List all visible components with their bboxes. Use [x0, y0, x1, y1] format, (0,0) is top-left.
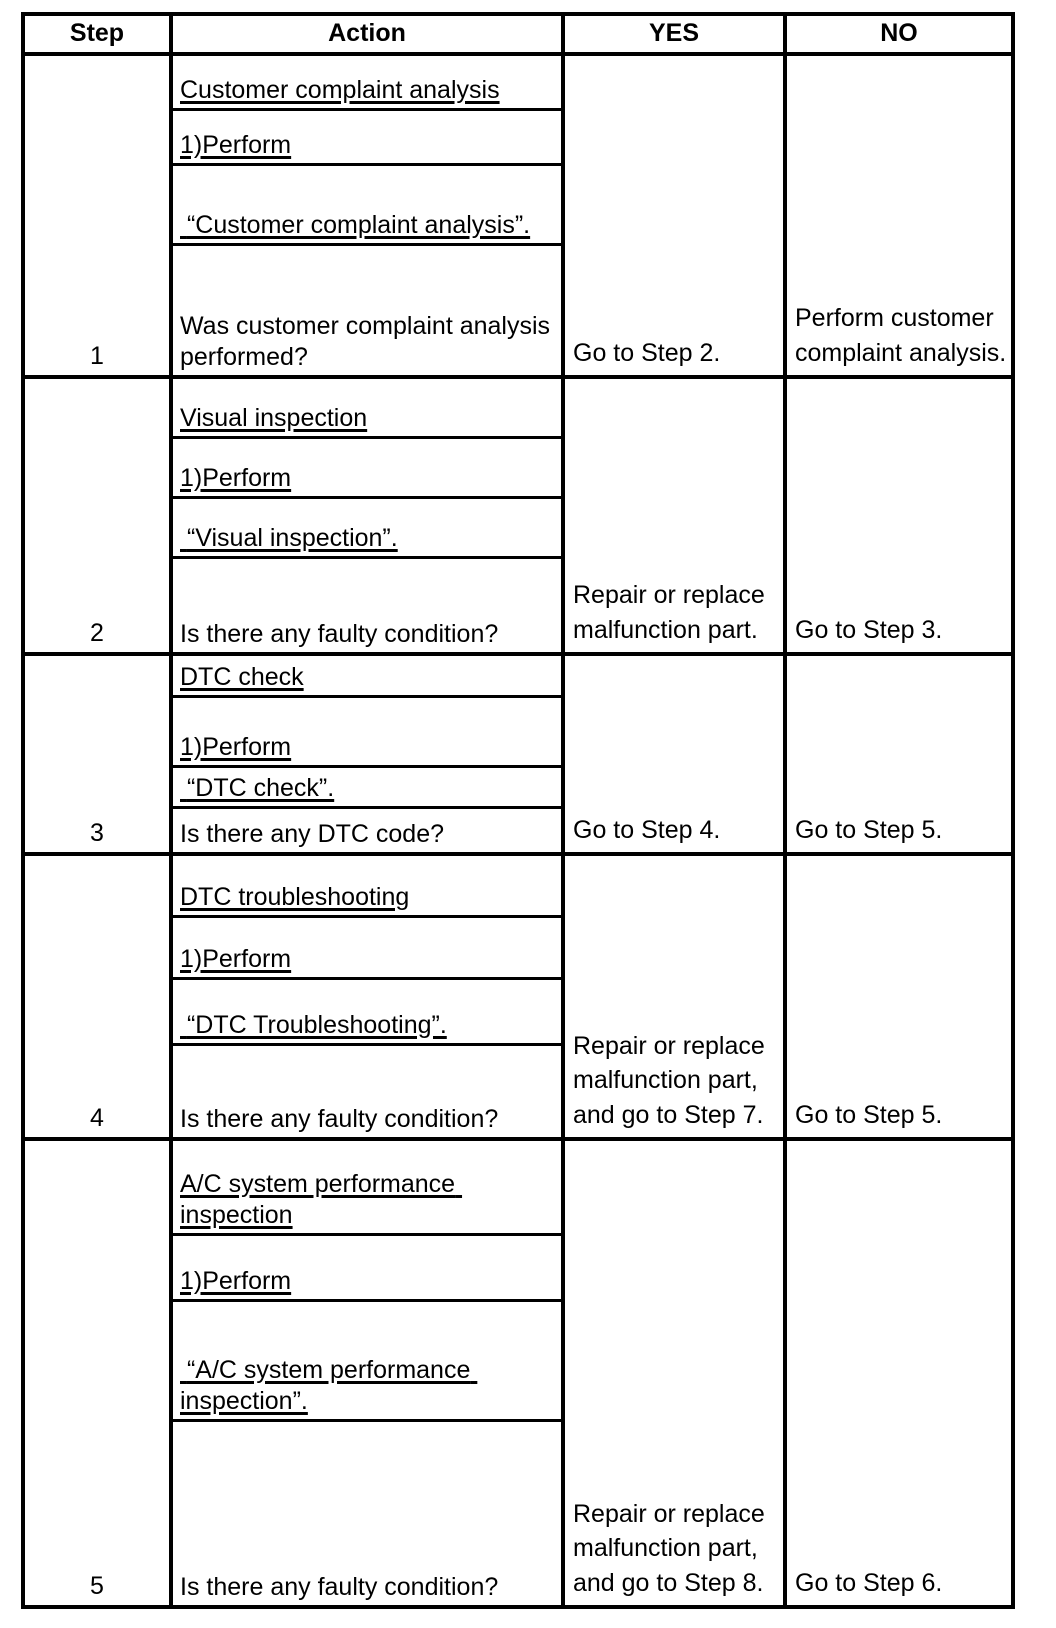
action-sub-item: DTC check: [173, 656, 561, 699]
action-cell: Visual inspection 1)Perform “Visual inspe…: [169, 375, 565, 657]
action-sub-item: 1)Perform: [173, 439, 561, 500]
action-text: “Visual inspection”.: [180, 524, 398, 553]
action-sub-item: Is there any faulty condition?: [173, 559, 561, 652]
action-sub-item: “Visual inspection”.: [173, 499, 561, 560]
action-sub-item: Customer complaint analysis: [173, 56, 561, 112]
no-result-cell: Perform customer complaint analysis.: [783, 52, 1015, 380]
action-sub-item: “DTC check”.: [173, 768, 561, 810]
action-text: 1)Perform: [180, 1267, 292, 1296]
table-header-row: Step Action YES NO: [21, 11, 1015, 57]
action-item-stack: DTC troubleshooting 1)Perform “DTC Troubl…: [173, 856, 561, 1137]
no-result-cell: Go to Step 6.: [783, 1137, 1015, 1610]
action-text: Was customer complaint analysis performe…: [180, 312, 557, 372]
action-text: A/C system performance inspection: [180, 1170, 463, 1230]
action-sub-item: Was customer complaint analysis performe…: [173, 246, 561, 375]
action-text: “A/C system performance inspection”.: [180, 1356, 478, 1416]
column-header-yes: YES: [561, 11, 787, 57]
yes-result-cell: Repair or replace malfunction part, and …: [561, 1137, 787, 1610]
action-text: DTC troubleshooting: [180, 883, 410, 912]
action-text: Is there any faulty condition?: [180, 1105, 499, 1134]
step-number-cell: 5: [21, 1137, 173, 1610]
action-sub-item: “Customer complaint analysis”.: [173, 166, 561, 247]
action-text: 1)Perform: [180, 464, 292, 493]
action-text: 1)Perform: [180, 945, 292, 974]
action-sub-item: “A/C system performance inspection”.: [173, 1302, 561, 1423]
action-text: Is there any faulty condition?: [180, 620, 499, 649]
action-sub-item: Visual inspection: [173, 379, 561, 440]
action-text: Customer complaint analysis: [180, 76, 500, 105]
yes-result-cell: Repair or replace malfunction part, and …: [561, 852, 787, 1142]
action-text: DTC check: [180, 663, 304, 692]
action-sub-item: Is there any DTC code?: [173, 809, 561, 852]
yes-result-cell: Repair or replace malfunction part.: [561, 375, 787, 657]
action-text: 1)Perform: [180, 733, 292, 762]
column-header-step: Step: [21, 11, 173, 57]
step-number-cell: 4: [21, 852, 173, 1142]
action-cell: Customer complaint analysis 1)Perform “Cu…: [169, 52, 565, 380]
action-item-stack: DTC check 1)Perform “DTC check”. Is there …: [173, 656, 561, 852]
action-sub-item: 1)Perform: [173, 1236, 561, 1303]
action-sub-item: 1)Perform: [173, 698, 561, 769]
step-number-cell: 1: [21, 52, 173, 380]
action-sub-item: Is there any faulty condition?: [173, 1422, 561, 1605]
action-cell: DTC check 1)Perform “DTC check”. Is there …: [169, 652, 565, 857]
yes-result-cell: Go to Step 2.: [561, 52, 787, 380]
action-sub-item: A/C system performance inspection: [173, 1141, 561, 1237]
action-item-stack: A/C system performance inspection 1)Perfo…: [173, 1141, 561, 1605]
no-result-cell: Go to Step 3.: [783, 375, 1015, 657]
action-sub-item: 1)Perform: [173, 111, 561, 167]
step-number-cell: 2: [21, 375, 173, 657]
action-item-stack: Visual inspection 1)Perform “Visual inspe…: [173, 379, 561, 652]
action-text: Is there any faulty condition?: [180, 1573, 499, 1602]
action-cell: A/C system performance inspection 1)Perfo…: [169, 1137, 565, 1610]
action-cell: DTC troubleshooting 1)Perform “DTC Troubl…: [169, 852, 565, 1142]
action-sub-item: “DTC Troubleshooting”.: [173, 980, 561, 1047]
step-number-cell: 3: [21, 652, 173, 857]
column-header-no: NO: [783, 11, 1015, 57]
action-text: “DTC Troubleshooting”.: [180, 1011, 447, 1040]
no-result-cell: Go to Step 5.: [783, 652, 1015, 857]
no-result-cell: Go to Step 5.: [783, 852, 1015, 1142]
action-text: Visual inspection: [180, 404, 368, 433]
action-text: “Customer complaint analysis”.: [180, 211, 531, 240]
column-header-action: Action: [169, 11, 565, 57]
action-text: 1)Perform: [180, 131, 292, 160]
action-text: “DTC check”.: [180, 774, 335, 803]
action-sub-item: DTC troubleshooting: [173, 856, 561, 919]
yes-result-cell: Go to Step 4.: [561, 652, 787, 857]
action-sub-item: 1)Perform: [173, 918, 561, 981]
action-item-stack: Customer complaint analysis 1)Perform “Cu…: [173, 56, 561, 375]
action-sub-item: Is there any faulty condition?: [173, 1046, 561, 1137]
action-text: Is there any DTC code?: [180, 820, 445, 849]
